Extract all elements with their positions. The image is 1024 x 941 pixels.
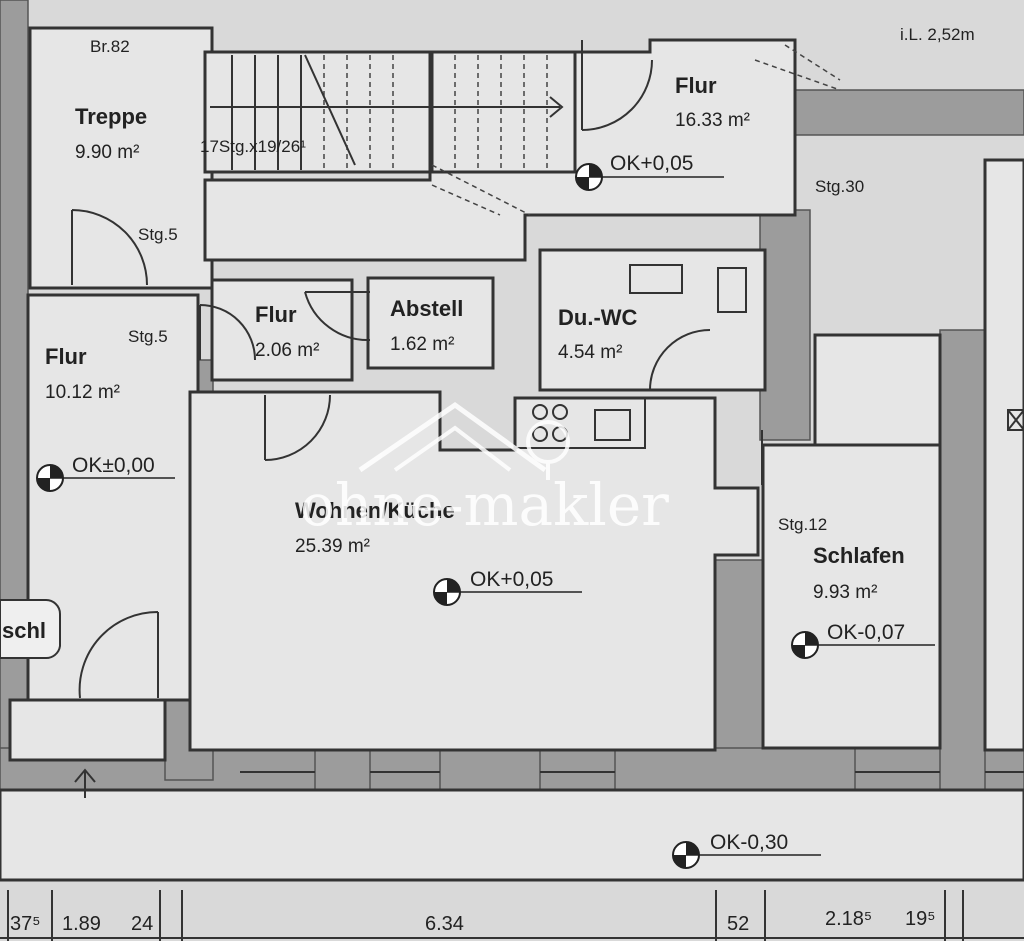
- schlafen-level: OK-0,07: [827, 621, 905, 644]
- step-label-stg5-a: Stg.5: [138, 225, 178, 244]
- flur-left-level: OK±0,00: [72, 454, 155, 477]
- room-abstell: [366, 276, 495, 370]
- schlafen-area: 9.93 m²: [813, 582, 877, 603]
- dimension-label: 2.18⁵: [825, 908, 872, 930]
- wohnen-name: Wohnen/Küche: [295, 498, 455, 523]
- duwc-area: 4.54 m²: [558, 342, 622, 363]
- room-flur-small: [210, 278, 354, 382]
- abstell-name: Abstell: [390, 296, 463, 321]
- stair-treads: [210, 44, 841, 216]
- dimension-line: [0, 890, 1024, 941]
- room-closet: [813, 333, 942, 447]
- stairs-right: [430, 50, 579, 174]
- flur-top-area: 16.33 m²: [675, 110, 750, 131]
- dimension-label: 6.34: [425, 913, 464, 935]
- stairs-note: 17Stg.x19/26¹: [200, 137, 306, 156]
- dimension-label: 19⁵: [905, 908, 936, 930]
- dimension-label: 52: [727, 913, 749, 935]
- flur-left-name: Flur: [45, 344, 87, 369]
- flur-small-name: Flur: [255, 302, 297, 327]
- pillar-2: [614, 747, 856, 791]
- room-entry: [8, 698, 167, 762]
- room-wohnen: [188, 390, 760, 752]
- dimension-label: 24: [131, 913, 153, 935]
- door-swings: [71, 40, 763, 699]
- flur-top-name: Flur: [675, 73, 717, 98]
- abstell-area: 1.62 m²: [390, 334, 454, 355]
- wohnen-area: 25.39 m²: [295, 536, 370, 557]
- treppe-area: 9.90 m²: [75, 142, 139, 163]
- watermark-house-icon: [358, 401, 570, 480]
- wall-top-right: [794, 89, 1024, 136]
- flur-small-area: 2.06 m²: [255, 340, 319, 361]
- watermark-text: ohne-makler: [300, 471, 669, 539]
- wall-right: [939, 329, 986, 791]
- step-label-stg5-b: Stg.5: [128, 327, 168, 346]
- schl-partial-name: schl: [2, 618, 46, 643]
- duwc-name: Du.-WC: [558, 305, 638, 330]
- treppe-name: Treppe: [75, 104, 147, 129]
- outside-level: OK-0,30: [710, 831, 788, 854]
- schlafen-name: Schlafen: [813, 543, 905, 568]
- step-label-stg12: Stg.12: [778, 515, 827, 534]
- treppe-width-label: Br.82: [90, 37, 130, 56]
- schl-partial-shape: [0, 598, 62, 660]
- ceiling-height: i.L. 2,52m: [900, 25, 975, 44]
- flur-left-area: 10.12 m²: [45, 382, 120, 403]
- dimension-label: 1.89: [62, 913, 101, 935]
- room-treppe: [28, 26, 214, 290]
- fixtures: [514, 264, 1024, 449]
- room-schlafen: [761, 443, 942, 750]
- room-right-edge: [983, 158, 1024, 752]
- entry-arrow-icon: [74, 768, 96, 798]
- outside-terrace: [0, 788, 1024, 882]
- wall-mid: [714, 559, 764, 781]
- room-flur-top: [203, 38, 797, 262]
- step-label-stg30: Stg.30: [815, 177, 864, 196]
- level-marker-icons: [36, 163, 935, 869]
- dimension-label: 37⁵: [10, 913, 41, 935]
- wohnen-level: OK+0,05: [470, 568, 553, 591]
- wall-duwc-right: [759, 209, 811, 441]
- pillar-3: [314, 747, 371, 791]
- flur-top-level: OK+0,05: [610, 152, 693, 175]
